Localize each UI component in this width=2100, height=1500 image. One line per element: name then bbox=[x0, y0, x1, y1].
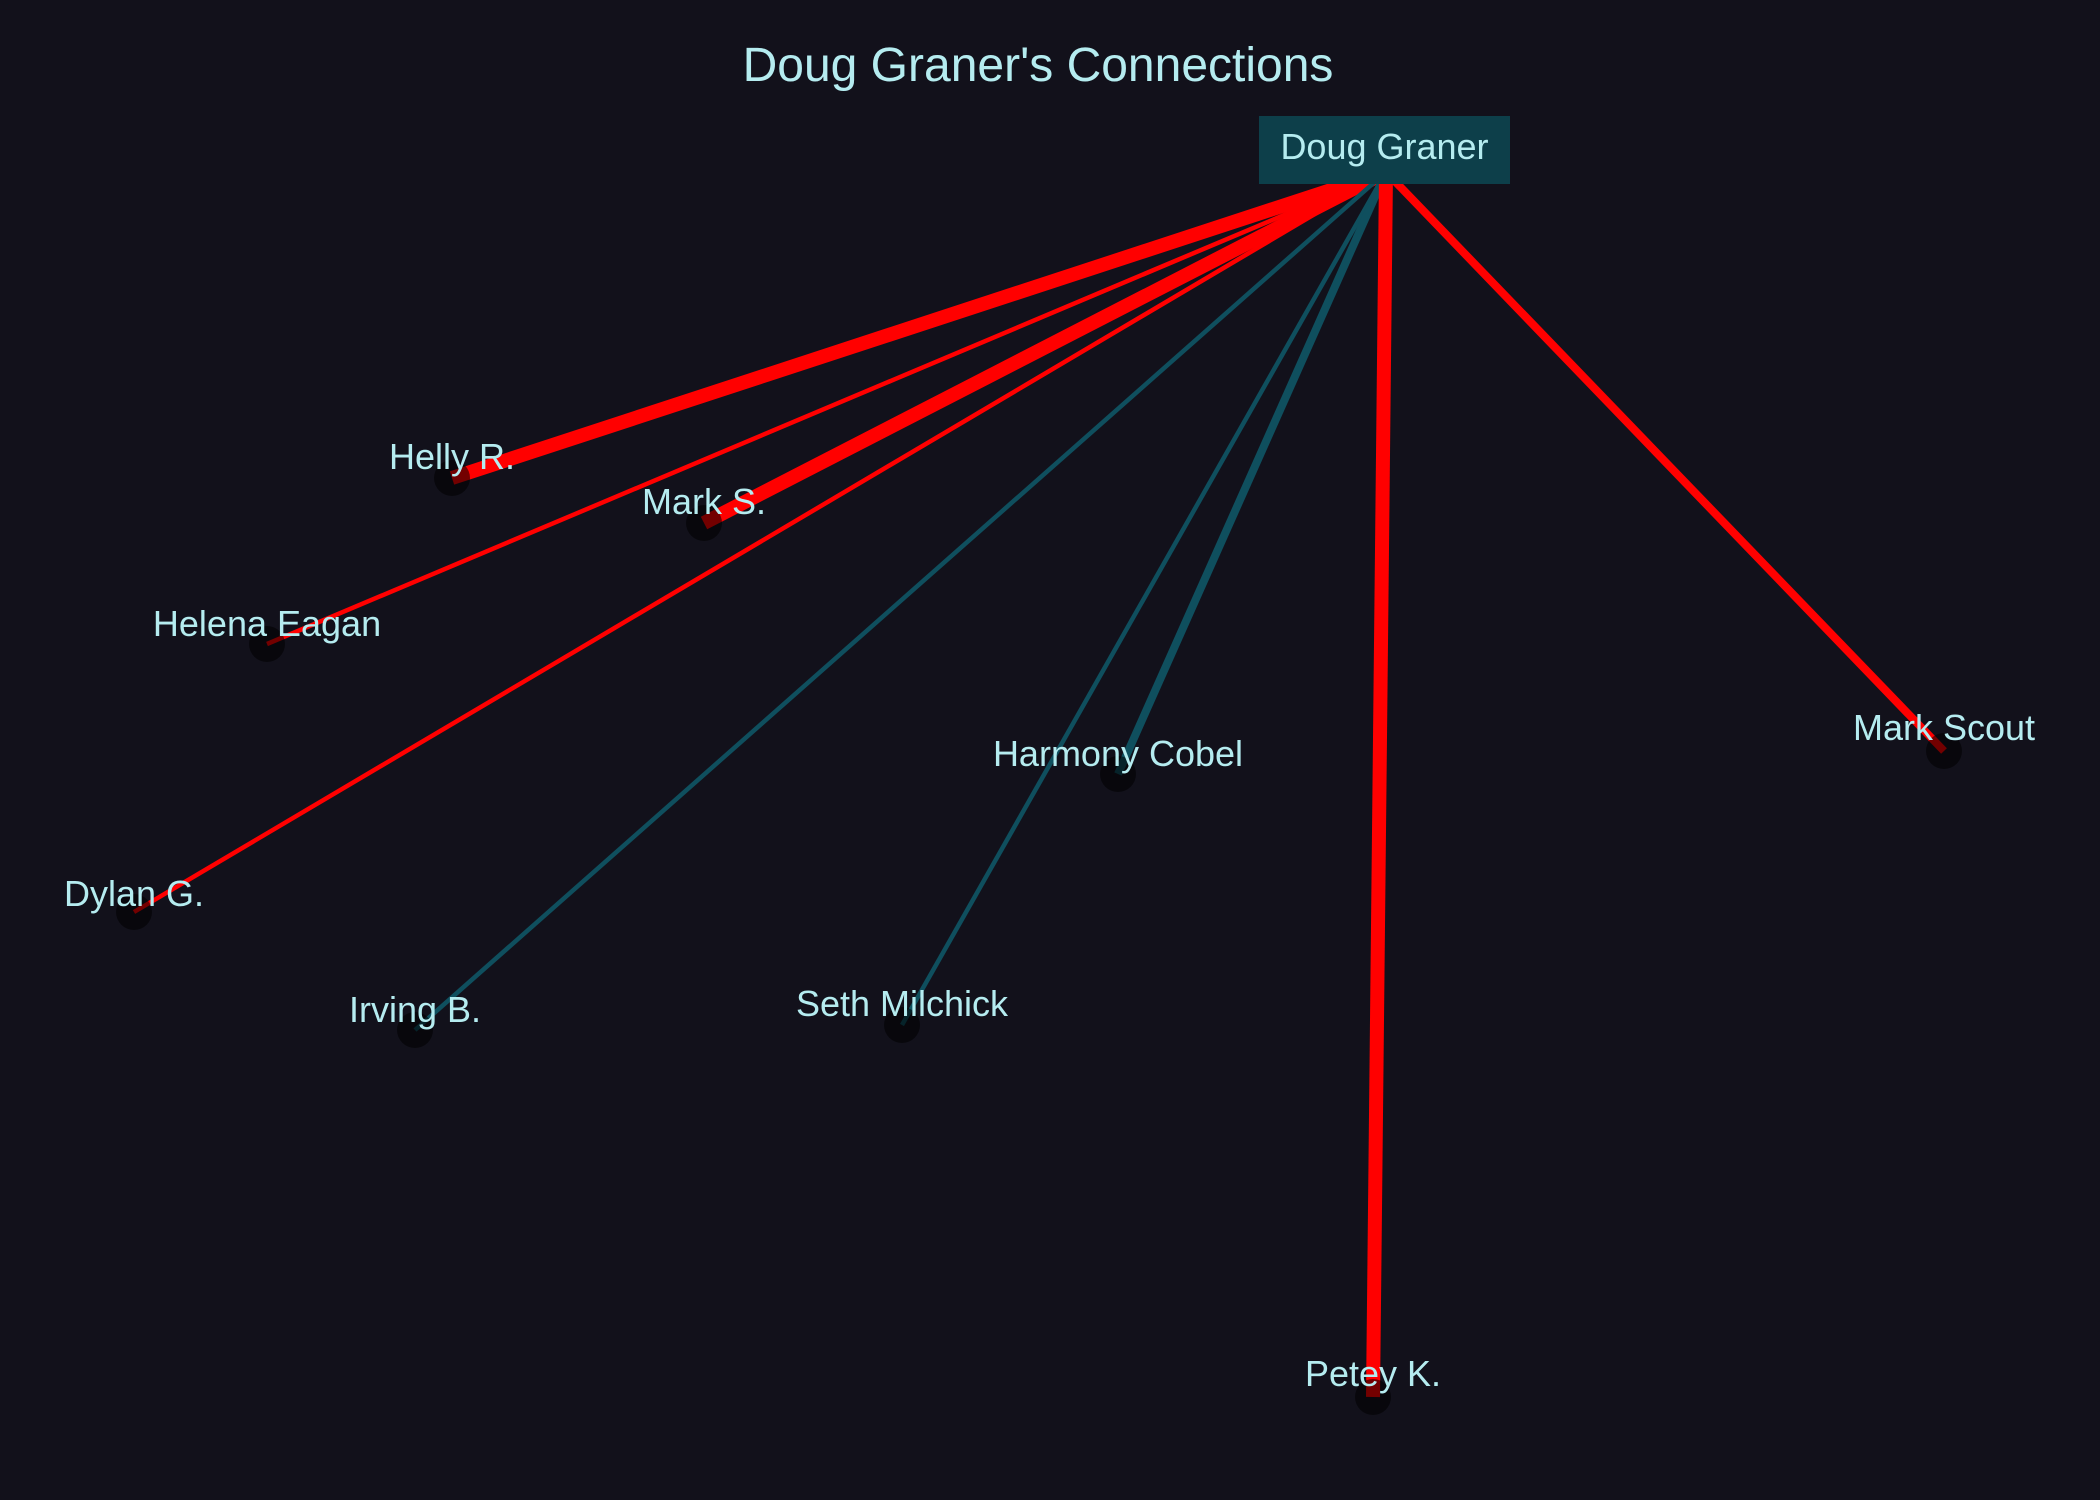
node-seth-milchick[interactable]: Seth Milchick bbox=[796, 983, 1009, 1043]
node-label: Petey K. bbox=[1305, 1353, 1441, 1394]
node-label: Dylan G. bbox=[64, 873, 204, 914]
node-harmony-cobel[interactable]: Harmony Cobel bbox=[993, 733, 1243, 792]
node-label: Seth Milchick bbox=[796, 983, 1009, 1024]
diagram-title: Doug Graner's Connections bbox=[743, 39, 1334, 92]
node-dot bbox=[1355, 1379, 1391, 1415]
node-label: Helly R. bbox=[389, 436, 515, 477]
edges-layer bbox=[132, 165, 1947, 1398]
node-mark-s[interactable]: Mark S. bbox=[642, 481, 766, 541]
node-helena-eagan[interactable]: Helena Eagan bbox=[153, 603, 381, 662]
center-node-box bbox=[1259, 116, 1510, 184]
edge-petey-k bbox=[1366, 171, 1393, 1398]
node-petey-k[interactable]: Petey K. bbox=[1305, 1353, 1441, 1415]
node-label: Helena Eagan bbox=[153, 603, 381, 644]
node-dot bbox=[1100, 756, 1136, 792]
edge-harmony-cobel bbox=[1114, 170, 1390, 776]
edge-helena-eagan bbox=[266, 169, 1387, 647]
edge-mark-s bbox=[700, 165, 1390, 530]
node-dot bbox=[686, 505, 722, 541]
node-label: Harmony Cobel bbox=[993, 733, 1243, 774]
node-label: Irving B. bbox=[349, 989, 481, 1030]
node-dot bbox=[1926, 733, 1962, 769]
center-node-label: Doug Graner bbox=[1280, 126, 1488, 167]
node-dot bbox=[116, 894, 152, 930]
node-mark-scout[interactable]: Mark Scout bbox=[1853, 707, 2035, 769]
edge-seth-milchick bbox=[900, 170, 1388, 1027]
edge-dylan-g bbox=[132, 170, 1388, 914]
edge-irving-b bbox=[413, 170, 1388, 1032]
edge-mark-scout bbox=[1383, 169, 1947, 754]
node-irving-b[interactable]: Irving B. bbox=[349, 989, 481, 1048]
node-helly-r[interactable]: Helly R. bbox=[389, 436, 515, 496]
node-dot bbox=[884, 1007, 920, 1043]
node-dot bbox=[397, 1012, 433, 1048]
center-node[interactable]: Doug Graner bbox=[1259, 116, 1510, 184]
node-dot bbox=[434, 460, 470, 496]
edge-helly-r bbox=[449, 165, 1389, 485]
node-dot bbox=[249, 626, 285, 662]
node-label: Mark S. bbox=[642, 481, 766, 522]
node-dylan-g[interactable]: Dylan G. bbox=[64, 873, 204, 930]
node-label: Mark Scout bbox=[1853, 707, 2035, 748]
